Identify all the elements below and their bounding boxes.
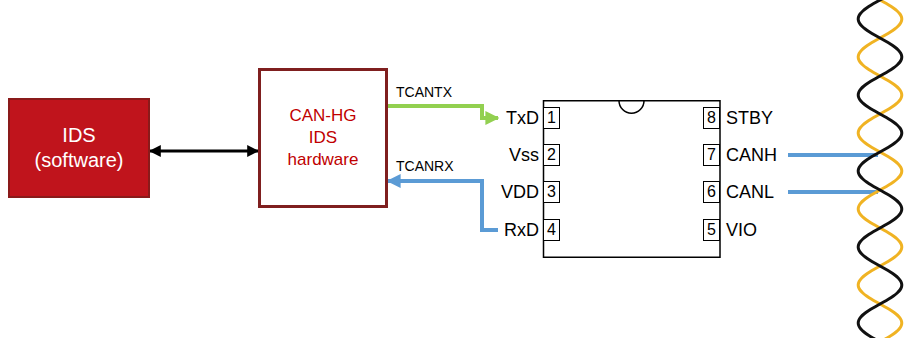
- pin-number: 6: [703, 181, 720, 203]
- canl-wire: [788, 190, 878, 194]
- rx-signal-arrow: [388, 181, 498, 230]
- chip-body: [544, 101, 721, 258]
- text-block: CAN-HG IDS hardware: [278, 105, 368, 171]
- pin-number: 8: [703, 107, 720, 129]
- pin-number: 4: [543, 219, 560, 241]
- box-label: IDS (software): [24, 123, 134, 173]
- software-box: IDS (software): [8, 98, 150, 198]
- pin-name: TxD: [498, 107, 539, 129]
- transceiver-chip: TxD1Vss2VDD3RxD4 8 STBY 7 CANH 6 CANL 5 VIO: [498, 100, 788, 258]
- chip-notch: [619, 101, 644, 114]
- twisted-wire: [858, 0, 902, 338]
- signal-label: TCANTX: [394, 84, 454, 100]
- pin-number: 1: [543, 107, 560, 129]
- box-label: CAN-HG IDS hardware: [278, 105, 368, 171]
- bidirectional-link: [150, 150, 258, 153]
- hardware-box: CAN-HG IDS hardware: [258, 68, 388, 208]
- tx-signal-arrow: [388, 106, 498, 118]
- signal-label: TCANRX: [394, 158, 456, 174]
- pin-number: 7: [703, 144, 720, 166]
- pin-name: VDD: [498, 181, 539, 203]
- pin-number: 2: [543, 144, 560, 166]
- pin-name: STBY: [726, 107, 773, 129]
- canh-wire: [788, 153, 878, 157]
- pin-number: 3: [543, 181, 560, 203]
- pin-name: VIO: [726, 219, 757, 241]
- pin-name: CANH: [726, 144, 777, 166]
- pin-name: RxD: [498, 219, 539, 241]
- text-block: IDS (software): [24, 123, 134, 173]
- pin-name: Vss: [498, 144, 539, 166]
- pin-name: CANL: [726, 181, 774, 203]
- pin-number: 5: [703, 219, 720, 241]
- twisted-wire: [858, 0, 902, 338]
